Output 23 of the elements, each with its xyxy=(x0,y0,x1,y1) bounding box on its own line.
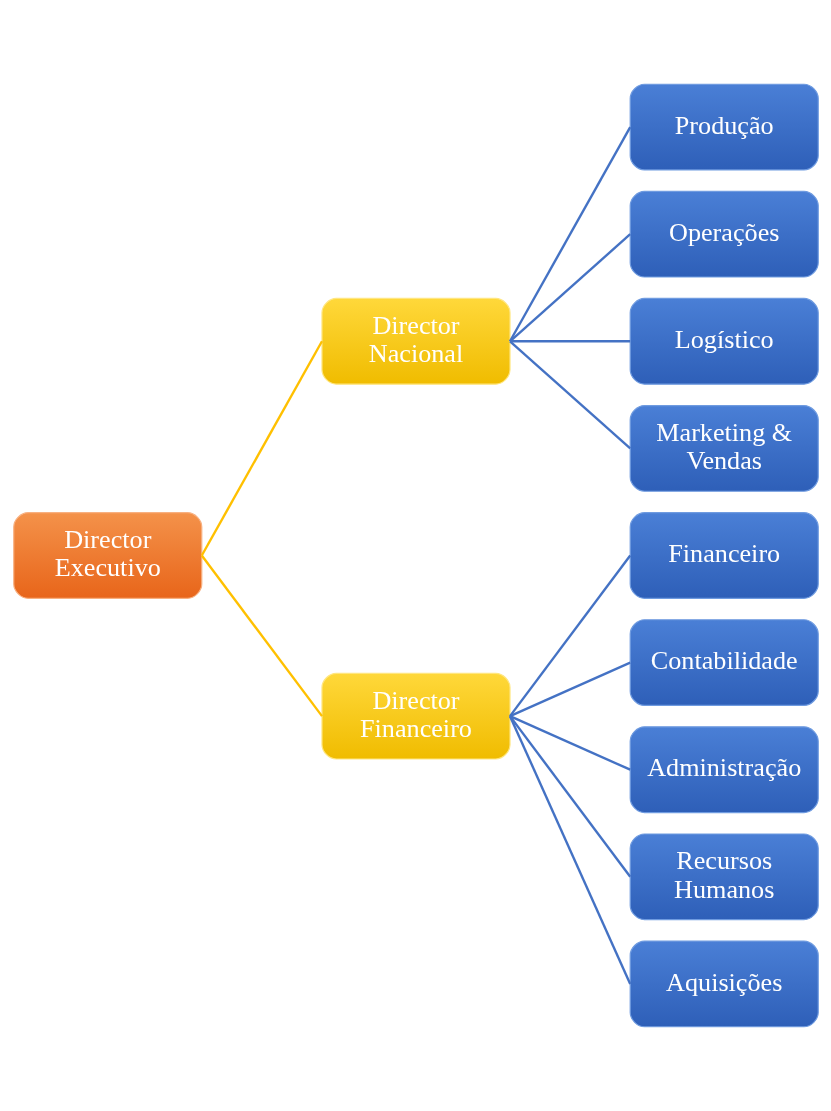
node-box: Director Financeiro xyxy=(320,672,511,760)
connector xyxy=(509,340,630,343)
connector xyxy=(200,554,323,717)
connector xyxy=(508,233,631,343)
connector xyxy=(509,661,631,718)
node-box: Marketing & Vendas xyxy=(629,404,819,492)
connector xyxy=(508,715,631,878)
node-box: Director Executivo xyxy=(12,512,202,599)
node-box: Director Nacional xyxy=(320,297,511,385)
node-box: Recursos Humanos xyxy=(629,833,819,921)
connector xyxy=(200,340,323,557)
connector xyxy=(508,126,631,342)
connector xyxy=(508,554,631,717)
node-box: Aquisições xyxy=(629,940,819,1028)
node-box: Produção xyxy=(629,83,819,171)
connector xyxy=(508,340,631,450)
node-box: Financeiro xyxy=(629,512,819,599)
connector xyxy=(508,715,631,985)
node-box: Logístico xyxy=(629,297,819,385)
node-box: Contabilidade xyxy=(629,619,819,707)
connector xyxy=(509,715,631,771)
node-box: Operações xyxy=(629,190,819,278)
node-box: Administração xyxy=(629,726,819,814)
